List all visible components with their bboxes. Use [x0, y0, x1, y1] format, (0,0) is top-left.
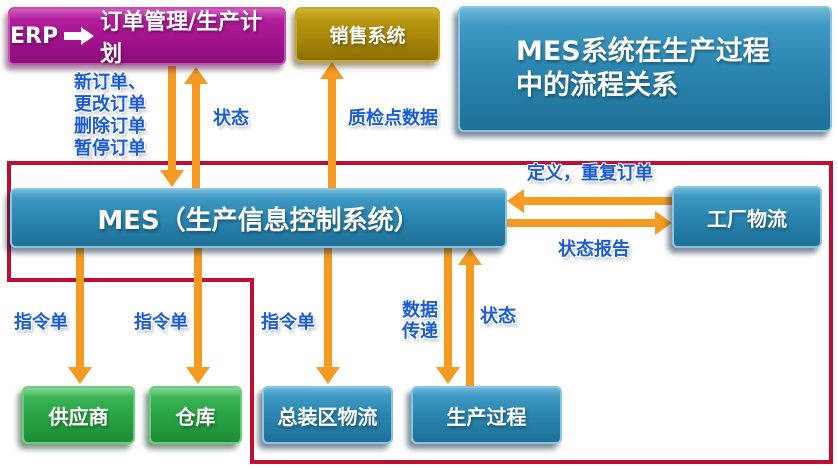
- quality-data-label: 质检点数据: [348, 108, 438, 129]
- arrowhead-erp-to-mes: [160, 170, 184, 187]
- arrow-mes-to-logistics: [507, 219, 655, 227]
- arrowhead-mes-to-erp: [184, 67, 208, 84]
- data-transfer-label: 数据 传递: [402, 300, 438, 342]
- arrow-mes-to-warehouse: [194, 248, 202, 367]
- diagram-title-line2: 中的流程关系: [516, 70, 678, 101]
- factory-logistics-label: 工厂物流: [707, 206, 787, 231]
- diagram-title-line1: MES系统在生产过程: [516, 36, 770, 67]
- mes-box: MES（生产信息控制系统）: [10, 188, 507, 248]
- arrow-mes-to-sales: [328, 79, 336, 188]
- arrowhead-logistics-to-mes: [507, 189, 524, 213]
- order-ops-line4: 暂停订单: [74, 138, 146, 159]
- arrowhead-mes-to-production: [436, 367, 460, 384]
- arrow-mes-to-supplier: [76, 248, 84, 367]
- arrowhead-mes-to-assembly: [316, 367, 340, 384]
- status-report-label: 状态报告: [558, 239, 630, 260]
- arrowhead-mes-to-logistics: [655, 211, 672, 235]
- assembly-logistics-box: 总装区物流: [262, 386, 393, 444]
- erp-target-label: 订单管理/生产计划: [100, 10, 263, 67]
- production-process-box: 生产过程: [411, 386, 562, 444]
- arrow-mes-to-assembly: [324, 248, 332, 367]
- warehouse-box: 仓库: [149, 386, 242, 444]
- erp-box: ERP 订单管理/生产计划: [8, 7, 286, 67]
- status-from-production-label: 状态: [480, 306, 516, 327]
- factory-logistics-box: 工厂物流: [672, 186, 822, 248]
- arrowhead-mes-to-sales: [320, 62, 344, 79]
- arrowhead-production-to-mes: [458, 248, 482, 265]
- assembly-logistics-label: 总装区物流: [277, 404, 378, 429]
- status-to-erp-label: 状态: [213, 108, 249, 129]
- order-ops-line2: 更改订单: [74, 94, 146, 115]
- sales-system-box: 销售系统: [295, 7, 440, 62]
- supplier-box: 供应商: [22, 386, 135, 444]
- arrow-logistics-to-mes: [524, 197, 672, 205]
- erp-right-arrow-icon: [64, 27, 95, 45]
- arrowhead-mes-to-warehouse: [186, 367, 210, 384]
- supplier-label: 供应商: [48, 404, 109, 429]
- arrowhead-mes-to-supplier: [68, 367, 92, 384]
- warehouse-label: 仓库: [175, 404, 216, 429]
- sales-system-label: 销售系统: [329, 25, 406, 47]
- erp-label: ERP: [10, 23, 59, 49]
- arrow-erp-to-mes: [168, 66, 176, 170]
- arrow-mes-to-production: [444, 248, 452, 367]
- diagram-title-box: MES系统在生产过程 中的流程关系: [458, 6, 832, 132]
- order-ops-label: 新订单、 更改订单 删除订单 暂停订单: [74, 72, 146, 160]
- mes-label: MES（生产信息控制系统）: [97, 205, 420, 236]
- data-transfer-line1: 数据: [402, 300, 438, 321]
- arrow-mes-to-erp: [192, 84, 200, 188]
- define-repeat-order-label: 定义，重复订单: [527, 163, 653, 184]
- data-transfer-line2: 传递: [402, 321, 438, 342]
- instruction-warehouse-label: 指令单: [134, 312, 188, 333]
- instruction-supplier-label: 指令单: [14, 312, 68, 333]
- arrow-production-to-mes: [466, 265, 474, 387]
- order-ops-line1: 新订单、: [74, 72, 146, 93]
- production-process-label: 生产过程: [446, 404, 527, 429]
- order-ops-line3: 删除订单: [74, 116, 146, 137]
- instruction-assembly-label: 指令单: [261, 312, 315, 333]
